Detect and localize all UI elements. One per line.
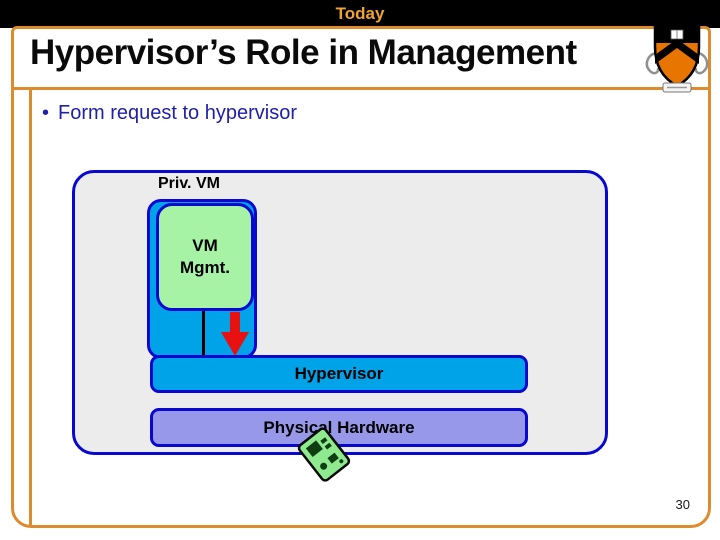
slide-frame-border: [11, 26, 711, 528]
circuit-board-icon: [297, 427, 351, 482]
logo-flourish-right: [694, 51, 709, 75]
physical-hardware-label: Physical Hardware: [263, 417, 415, 437]
down-arrow-icon: [221, 312, 249, 356]
hypervisor-label: Hypervisor: [294, 364, 384, 383]
bullet-dot: •: [42, 102, 50, 124]
bullet-text: Form request to hypervisor: [58, 102, 297, 124]
bullet-item: • Form request to hypervisor: [42, 102, 297, 125]
vm-mgmt-line1: VM: [192, 235, 218, 255]
vm-mgmt-line2: Mgmt.: [179, 258, 231, 277]
connector-line: [202, 311, 205, 357]
title-divider-line: [11, 87, 711, 90]
page-number: 30: [675, 497, 690, 512]
hypervisor-bar: Hypervisor: [150, 355, 528, 393]
physical-hardware-bar: Physical Hardware: [150, 408, 528, 447]
vm-mgmt-box: VM Mgmt.: [156, 203, 254, 311]
content-left-border: [29, 90, 32, 526]
top-banner: Today: [0, 0, 720, 28]
princeton-shield-logo: [645, 25, 709, 93]
banner-label: Today: [335, 4, 385, 23]
logo-flourish-left: [645, 51, 660, 75]
shield-chevron: [655, 39, 699, 64]
priv-vm-label: Priv. VM: [158, 175, 220, 192]
page-title: Hypervisor’s Role in Management: [30, 33, 577, 72]
